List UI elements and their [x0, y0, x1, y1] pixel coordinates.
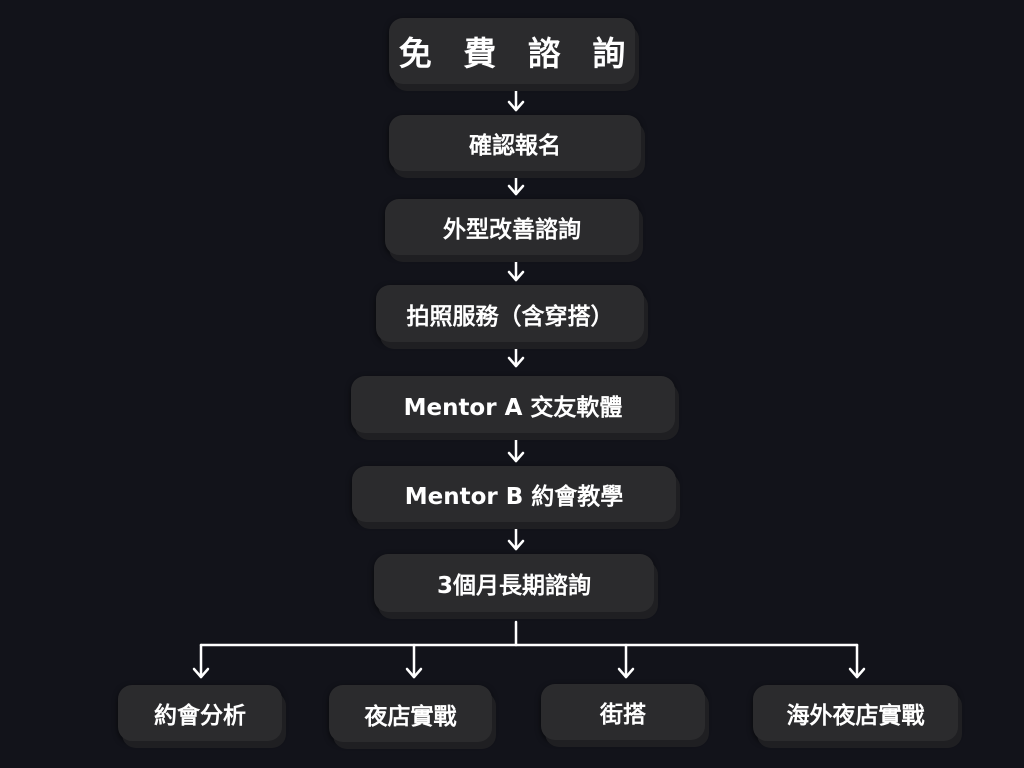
node-branch-1: 約會分析 — [118, 685, 282, 741]
arrow-to-branch2 — [405, 643, 423, 679]
node-step-3: 拍照服務（含穿搭） — [376, 285, 644, 342]
node-step-5: Mentor B 約會教學 — [352, 466, 676, 522]
arrow-step4-to-step5 — [507, 438, 525, 463]
arrow-to-branch1 — [192, 643, 210, 679]
arrow-to-branch3 — [617, 643, 635, 679]
arrow-to-branch4 — [848, 643, 866, 679]
node-branch-2: 夜店實戰 — [329, 685, 492, 742]
node-step-6: 3個月長期諮詢 — [374, 554, 654, 612]
node-branch-3: 街搭 — [541, 684, 705, 740]
arrow-step3-to-step4 — [507, 343, 525, 368]
arrow-step2-to-step3 — [507, 257, 525, 282]
node-branch-4: 海外夜店實戰 — [753, 685, 958, 741]
node-step-2: 外型改善諮詢 — [385, 199, 639, 255]
node-step-4: Mentor A 交友軟體 — [351, 376, 675, 433]
node-free-consultation: 免 費 諮 詢 — [389, 18, 635, 84]
arrow-title-to-step1 — [507, 88, 525, 112]
arrow-step5-to-step6 — [507, 526, 525, 551]
arrow-step1-to-step2 — [507, 171, 525, 196]
branch-connector — [199, 620, 859, 647]
node-step-1: 確認報名 — [389, 115, 641, 171]
